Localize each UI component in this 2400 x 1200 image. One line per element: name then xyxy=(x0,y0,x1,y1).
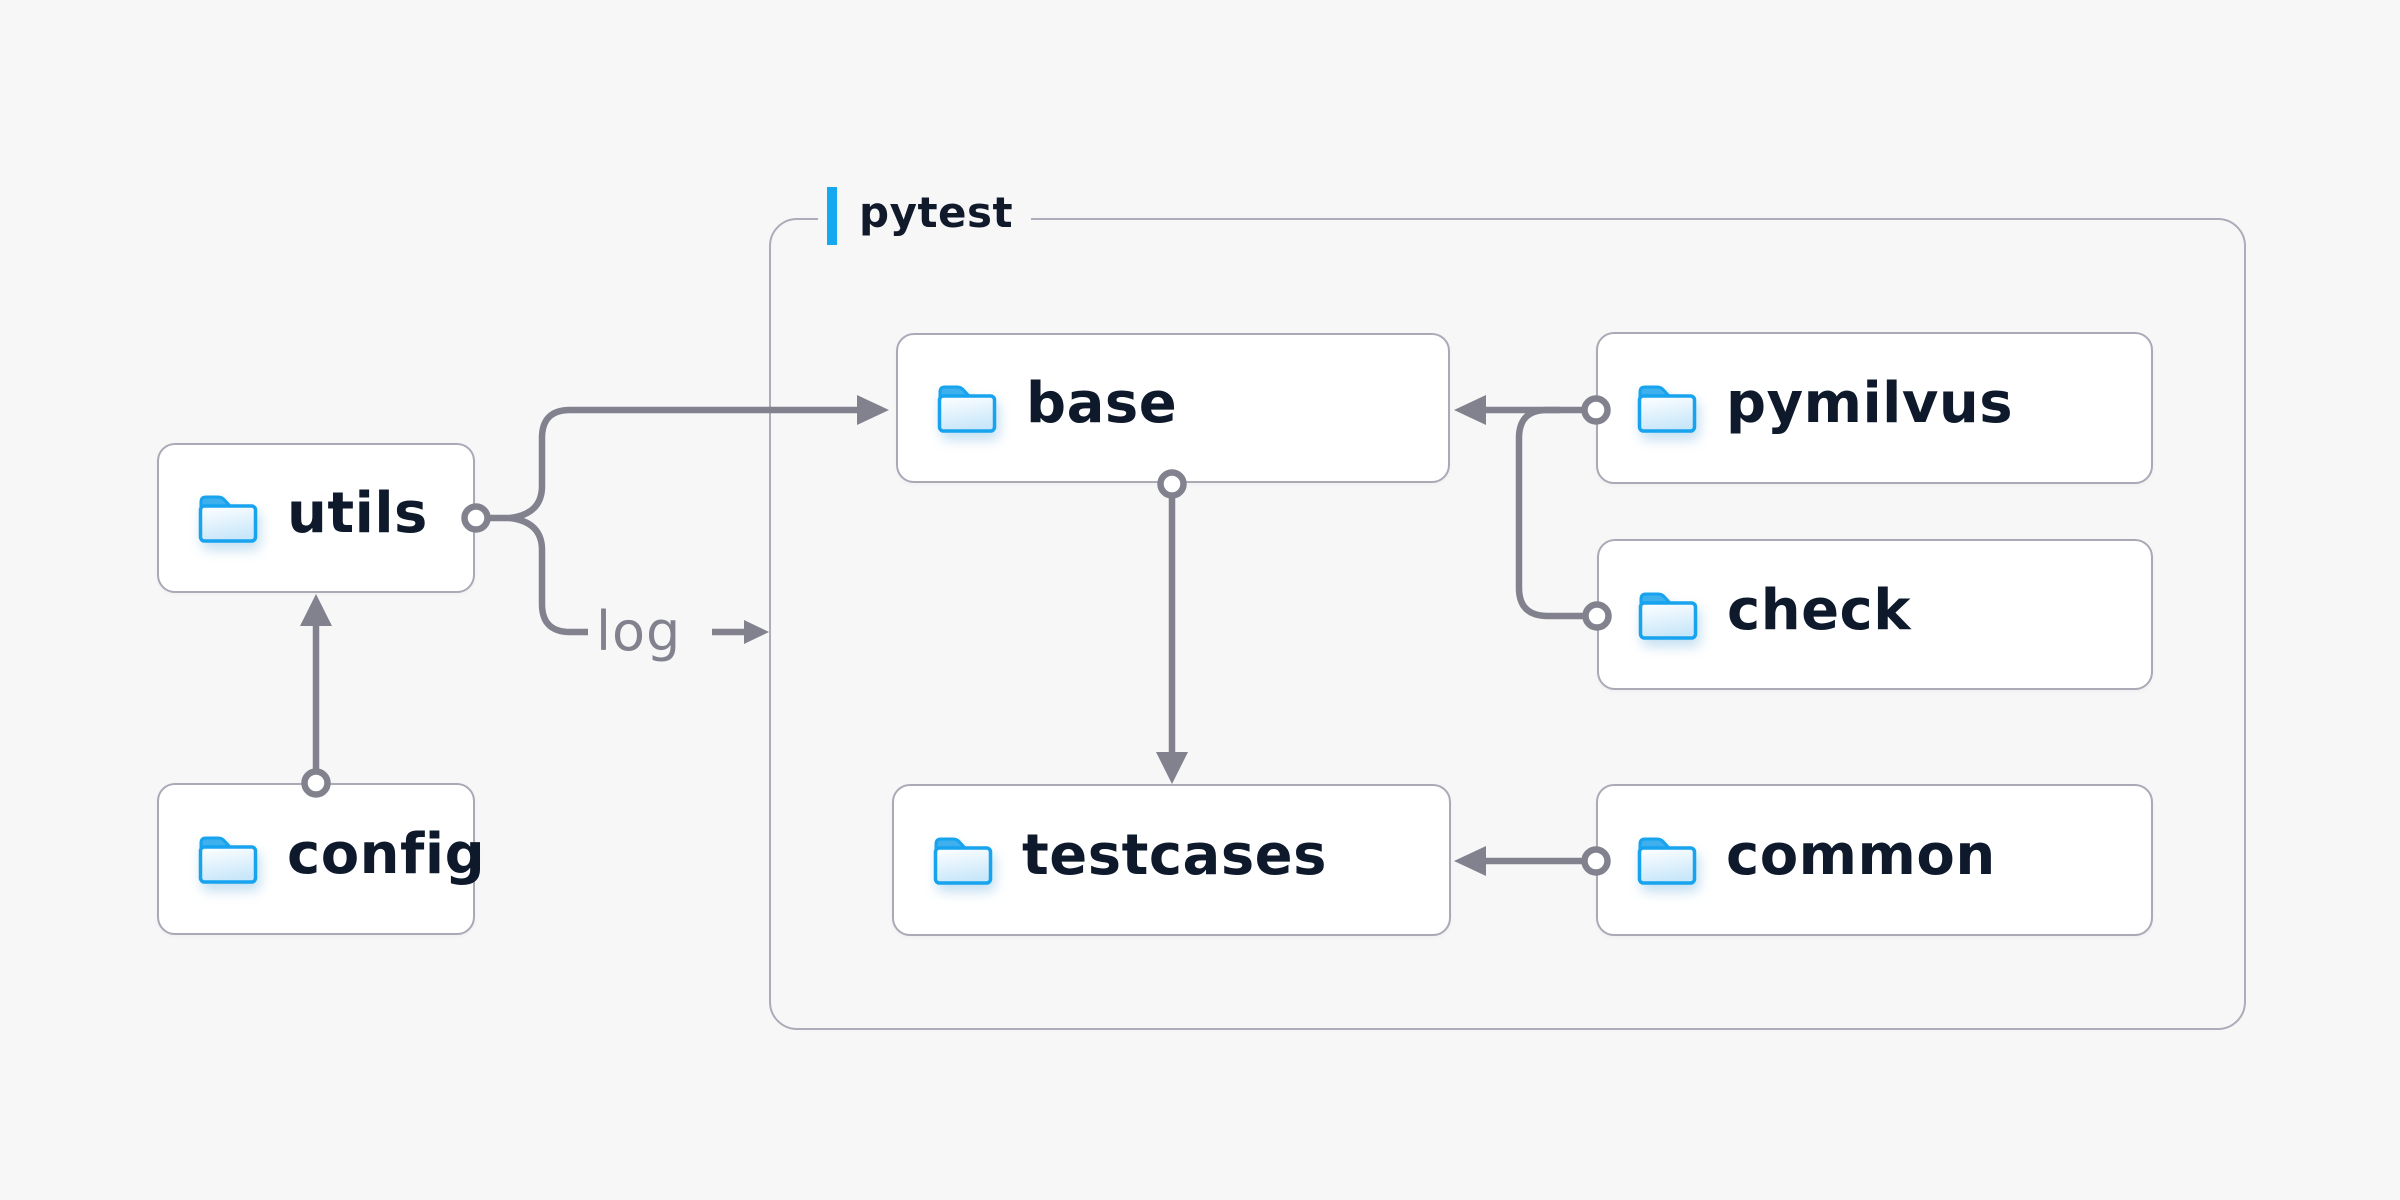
log-edge-label: log xyxy=(596,600,682,663)
folder-icon xyxy=(933,837,993,885)
arrowhead-right-icon xyxy=(744,620,769,644)
folder-icon xyxy=(198,836,258,884)
node-label: utils xyxy=(287,481,428,546)
node-label: testcases xyxy=(1022,823,1327,888)
arrowhead-up-icon xyxy=(300,594,332,626)
edge-log-arrow xyxy=(712,620,769,644)
edge-config-to-utils xyxy=(300,594,332,798)
folder-icon xyxy=(1637,837,1697,885)
node-pymilvus[interactable]: pymilvus xyxy=(1596,332,2153,484)
group-title: pytest xyxy=(859,188,1014,237)
edge-utils-log-branch xyxy=(461,503,588,636)
accent-bar-icon xyxy=(827,187,837,245)
node-common[interactable]: common xyxy=(1596,784,2153,936)
pytest-group xyxy=(769,218,2246,1030)
folder-icon xyxy=(198,495,258,543)
folder-icon xyxy=(1637,385,1697,433)
folder-icon xyxy=(1638,592,1698,640)
node-check[interactable]: check xyxy=(1597,539,2153,690)
node-utils[interactable]: utils xyxy=(157,443,475,593)
node-config[interactable]: config xyxy=(157,783,485,935)
folder-icon xyxy=(937,385,997,433)
node-label: base xyxy=(1026,371,1178,436)
pytest-group-label: pytest xyxy=(818,186,1032,246)
node-base[interactable]: base xyxy=(896,333,1450,483)
node-label: common xyxy=(1726,823,1996,888)
node-testcases[interactable]: testcases xyxy=(892,784,1451,936)
node-label: pymilvus xyxy=(1726,371,2014,436)
node-label: config xyxy=(287,822,486,887)
node-label: check xyxy=(1727,577,1911,643)
